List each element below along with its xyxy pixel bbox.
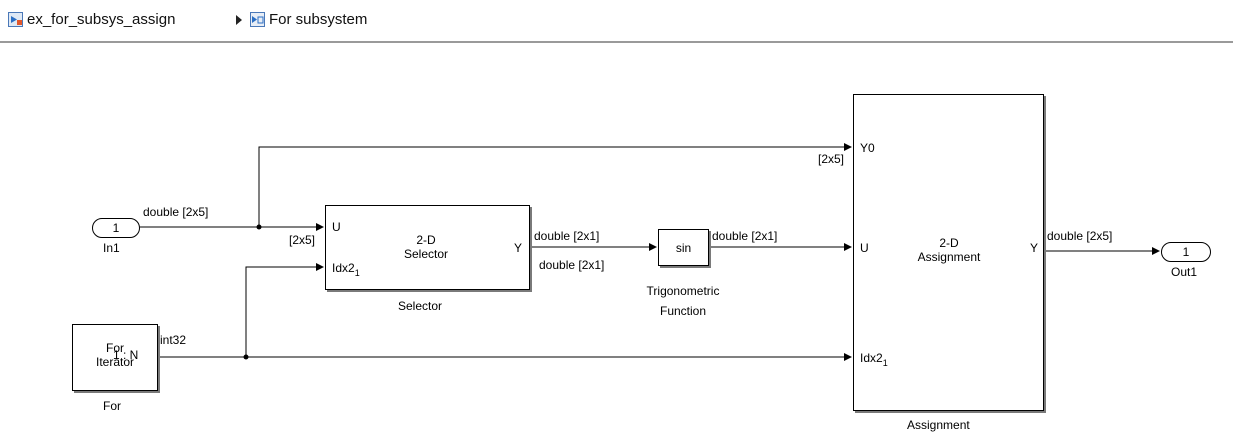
outport-number: 1 <box>1182 245 1190 259</box>
selector-title: 2-D <box>416 233 436 247</box>
selector-port-y: Y <box>514 241 523 255</box>
assignment-subtitle: Assignment <box>917 250 981 264</box>
signal-lines <box>140 143 1160 361</box>
assignment-port-y: Y <box>1030 241 1039 255</box>
signal-label-assignment-out: double [2x5] <box>1047 229 1113 243</box>
inport-number: 1 <box>112 221 120 235</box>
trig-function-block[interactable]: sin <box>658 229 709 266</box>
breadcrumb-model[interactable]: ex_for_subsys_assign <box>8 11 175 28</box>
assignment-port-y0: Y0 <box>860 141 875 155</box>
branch-point <box>243 354 249 360</box>
assignment-label: Assignment <box>907 418 970 432</box>
assignment-title: 2-D <box>939 236 959 250</box>
assignment-port-idx: Idx21 <box>860 351 888 368</box>
signal-label-sin-in: double [2x1] <box>539 258 605 272</box>
toolbar-divider <box>0 41 1233 43</box>
signal-label-selector-out: double [2x1] <box>534 229 600 243</box>
wire-in1-assignment-y0 <box>258 143 852 227</box>
inport-in1[interactable]: 1 <box>92 218 140 238</box>
wire-for-selector-idx <box>245 263 324 357</box>
selector-block[interactable]: U Idx21 2-D Selector Y <box>325 205 530 290</box>
breadcrumb-subsystem[interactable]: For subsystem <box>250 11 367 28</box>
for-iterator-label: For <box>103 399 121 413</box>
branch-point <box>256 224 262 230</box>
trig-function-label: Trigonometric <box>646 284 720 298</box>
trig-function-label-line2: Function <box>659 304 707 318</box>
breadcrumb-separator-icon <box>236 15 242 25</box>
trig-function-op: sin <box>675 241 692 255</box>
for-iterator-range: 1 : N <box>113 348 139 362</box>
for-iterator-block[interactable]: For Iterator 1 : N <box>72 324 158 391</box>
breadcrumb-subsystem-label: For subsystem <box>269 11 368 28</box>
signal-label-in1: double [2x5] <box>143 205 209 219</box>
subsystem-icon <box>250 12 265 27</box>
model-icon <box>8 12 23 27</box>
assignment-port-u: U <box>860 241 869 255</box>
selector-port-idx: Idx21 <box>332 261 360 278</box>
outport-out1[interactable]: 1 <box>1161 242 1211 262</box>
signal-label-sin-out: double [2x1] <box>712 229 778 243</box>
breadcrumb: ex_for_subsys_assign For subsystem <box>0 0 1233 38</box>
breadcrumb-model-label: ex_for_subsys_assign <box>27 11 176 28</box>
signal-label-for-out: int32 <box>160 333 187 347</box>
outport-out1-label: Out1 <box>1171 265 1198 279</box>
signal-dim-selector-u: [2x5] <box>289 233 316 247</box>
signal-dim-assignment-y0: [2x5] <box>818 152 845 166</box>
inport-in1-label: In1 <box>103 241 120 255</box>
assignment-block[interactable]: Y0 U Idx21 2-D Assignment Y <box>853 94 1044 411</box>
diagram-canvas[interactable]: 1 In1 For Iterator 1 : N For U Idx21 2-D… <box>0 43 1233 433</box>
for-iterator-subtitle: Iterator <box>95 355 134 369</box>
for-iterator-title: For <box>106 341 124 355</box>
selector-label: Selector <box>398 299 443 313</box>
selector-port-u: U <box>332 220 341 234</box>
selector-subtitle: Selector <box>403 247 449 261</box>
